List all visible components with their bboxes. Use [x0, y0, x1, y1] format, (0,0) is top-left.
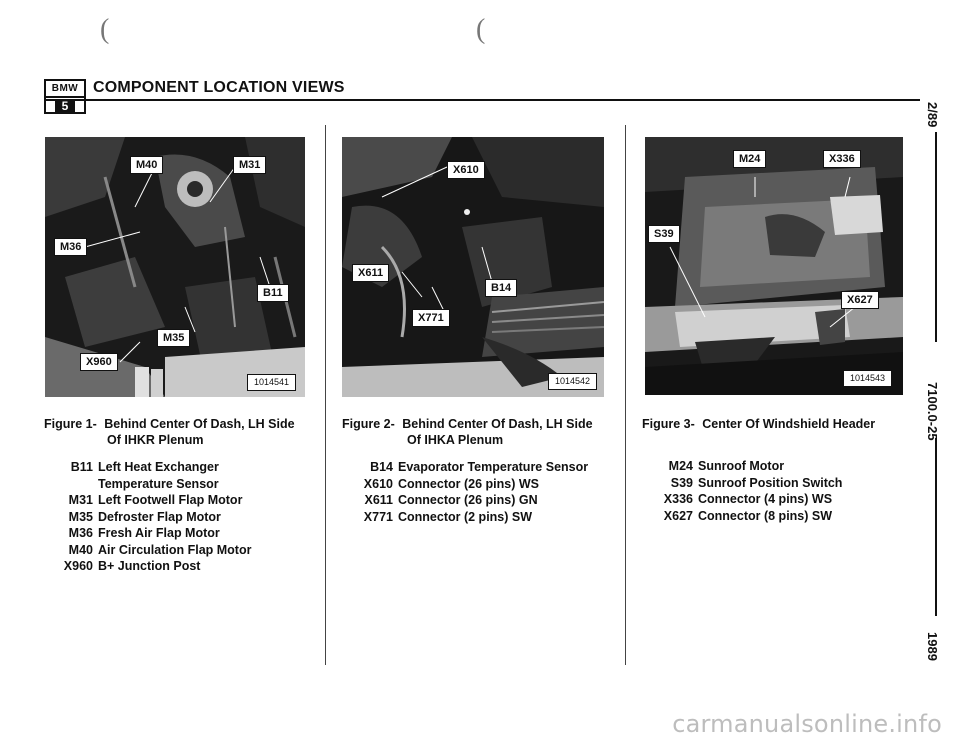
figure-1-caption: Figure 1- Behind Center Of Dash, LH Side — [44, 416, 295, 433]
legend-code: M35 — [68, 509, 93, 524]
side-doc-number: 7100.0-25 — [925, 382, 940, 441]
figure-3-title: Center Of Windshield Header — [702, 417, 876, 431]
legend-code: X771 — [363, 509, 393, 524]
figure-1-photo: M40 M31 M36 B11 M35 X960 1014541 — [45, 137, 305, 397]
callout-x610: X610 — [447, 161, 485, 179]
figure-1-legend: B11 Left Heat Exchanger Temperature Senso… — [48, 459, 252, 575]
figure-1-title-line2: Of IHKR Plenum — [107, 433, 204, 447]
legend-code — [48, 476, 98, 493]
figure-3-legend: M24 Sunroof Motor S39 Sunroof Position Swi… — [648, 458, 843, 525]
legend-row: X336 Connector (4 pins) WS — [648, 491, 842, 508]
legend-desc: Sunroof Position Switch — [698, 475, 843, 490]
logo-brand: BMW — [46, 81, 84, 98]
legend-row: M40 Air Circulation Flap Motor — [48, 542, 252, 559]
scan-mark-left: ( — [100, 14, 110, 45]
legend-code: M36 — [68, 526, 93, 540]
callout-x611: X611 — [352, 264, 390, 282]
legend-code: M24 — [668, 459, 693, 473]
legend-desc: Evaporator Temperature Sensor — [398, 460, 589, 474]
figure-2-title-line2: Of IHKA Plenum — [407, 433, 504, 447]
callout-m36: M36 — [54, 238, 88, 256]
legend-desc: Temperature Sensor — [98, 476, 219, 491]
scan-mark-center: ( — [476, 14, 486, 45]
legend-row: S39 Sunroof Position Switch — [648, 475, 843, 492]
legend-row: M35 Defroster Flap Motor — [48, 509, 251, 526]
side-rule-2 — [935, 438, 937, 616]
figure-1-number: Figure 1- — [44, 417, 97, 431]
callout-x960: X960 — [80, 353, 118, 371]
legend-row: X627 Connector (8 pins) SW — [648, 508, 842, 525]
legend-row: M31 Left Footwell Flap Motor — [48, 492, 251, 509]
legend-code: X611 — [364, 493, 393, 507]
legend-desc: Sunroof Motor — [698, 459, 785, 473]
callout-b11: B11 — [257, 284, 289, 302]
callout-m24: M24 — [733, 150, 767, 168]
side-year: 1989 — [925, 632, 940, 661]
column-divider-2 — [625, 125, 626, 665]
figure-1-photo-art — [45, 137, 305, 397]
figure-3-photo: M24 X336 S39 X627 1014543 — [645, 137, 903, 395]
legend-code: X960 — [63, 559, 93, 573]
bmw-5-logo: BMW 5 — [44, 79, 86, 114]
column-divider-1 — [325, 125, 326, 665]
figure-3-photo-art — [645, 137, 903, 395]
callout-b14: B14 — [485, 279, 518, 297]
photo-id-1: 1014541 — [247, 374, 297, 391]
figure-2-title: Behind Center Of Dash, LH Side — [402, 417, 593, 431]
callout-m40: M40 — [130, 156, 164, 174]
logo-series: 5 — [55, 100, 75, 113]
legend-desc: Air Circulation Flap Motor — [98, 542, 252, 557]
figure-3-caption: Figure 3- Center Of Windshield Header — [642, 416, 875, 433]
figure-1-title: Behind Center Of Dash, LH Side — [104, 417, 295, 431]
legend-desc: Left Heat Exchanger — [98, 460, 219, 474]
legend-desc: Defroster Flap Motor — [98, 509, 221, 524]
legend-row: X960 B+ Junction Post — [48, 558, 251, 575]
legend-code: M31 — [68, 493, 93, 507]
legend-code: B14 — [370, 460, 393, 474]
callout-s39: S39 — [648, 225, 680, 243]
side-date: 2/89 — [925, 102, 940, 128]
legend-code: M40 — [68, 542, 93, 557]
legend-code: S39 — [670, 475, 693, 490]
legend-desc: Connector (4 pins) WS — [698, 492, 833, 506]
legend-row: M36 Fresh Air Flap Motor — [48, 525, 251, 542]
page-title: COMPONENT LOCATION VIEWS — [93, 79, 345, 96]
legend-desc: B+ Junction Post — [98, 559, 201, 573]
legend-row: B14 Evaporator Temperature Sensor — [348, 459, 588, 476]
legend-code: X610 — [363, 476, 393, 491]
callout-x771: X771 — [412, 309, 450, 327]
legend-desc: Connector (26 pins) WS — [398, 476, 539, 491]
legend-row: B11 Left Heat Exchanger — [48, 459, 251, 476]
legend-code: X627 — [663, 508, 693, 523]
callout-x627: X627 — [841, 291, 879, 309]
title-rule — [44, 99, 920, 101]
callout-m31: M31 — [233, 156, 267, 174]
legend-row: X611 Connector (26 pins) GN — [348, 492, 588, 509]
photo-id-3: 1014543 — [843, 370, 893, 387]
legend-desc: Connector (8 pins) SW — [698, 508, 833, 523]
legend-row: X771 Connector (2 pins) SW — [348, 509, 588, 526]
figure-2-photo: X610 X611 B14 X771 1014542 — [342, 137, 604, 397]
side-rule-1 — [935, 132, 937, 342]
figure-3-number: Figure 3- — [642, 417, 695, 431]
legend-desc: Connector (2 pins) SW — [398, 509, 533, 524]
callout-x336: X336 — [823, 150, 861, 168]
legend-row: M24 Sunroof Motor — [648, 458, 842, 475]
legend-row: X610 Connector (26 pins) WS — [348, 476, 588, 493]
photo-id-2: 1014542 — [548, 373, 598, 390]
legend-desc: Left Footwell Flap Motor — [98, 493, 243, 507]
legend-row: Temperature Sensor — [48, 476, 251, 493]
legend-code: B11 — [70, 460, 93, 474]
legend-desc: Connector (26 pins) GN — [398, 493, 538, 507]
figure-2-caption: Figure 2- Behind Center Of Dash, LH Side — [342, 416, 593, 433]
legend-code: X336 — [663, 492, 693, 506]
legend-desc: Fresh Air Flap Motor — [98, 526, 220, 540]
figure-2-number: Figure 2- — [342, 417, 395, 431]
callout-m35: M35 — [157, 329, 191, 347]
watermark: carmanualsonline.info — [672, 710, 942, 738]
